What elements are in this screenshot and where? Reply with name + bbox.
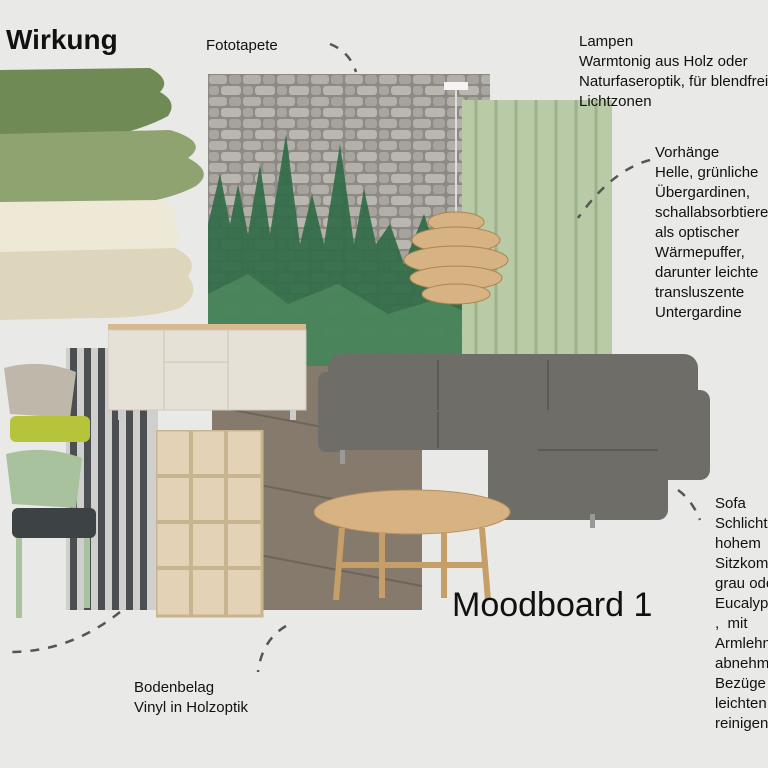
cube-shelf <box>156 430 264 618</box>
label-fototapete: Fototapete <box>206 37 278 54</box>
acoustic-panel <box>66 348 158 610</box>
coffee-table <box>313 489 511 601</box>
label-bodenbelag: Bodenbelag Vinyl in Holzoptik <box>134 679 248 716</box>
swatch-cream <box>0 200 180 254</box>
moodboard-title: Moodboard 1 <box>452 586 653 624</box>
photo-wallpaper <box>208 74 490 366</box>
swatch-beige <box>0 248 194 320</box>
label-lampen: Lampen Warmtonig aus Holz oder Naturfase… <box>579 33 768 110</box>
sofa <box>318 354 710 528</box>
label-vorhaenge: Vorhänge Helle, grünliche Übergardinen, … <box>655 144 768 321</box>
curtain <box>462 100 612 362</box>
sideboard <box>108 324 307 420</box>
swatch-olive <box>0 68 172 136</box>
color-swatches <box>0 68 204 320</box>
label-sofa: Sofa Schlicht mit hohem Sitzkomfort, gra… <box>715 495 768 732</box>
heading: Wirkung <box>6 24 118 55</box>
swatch-sage <box>0 130 204 204</box>
chairs <box>4 363 96 618</box>
pendant-lamp <box>403 82 509 305</box>
